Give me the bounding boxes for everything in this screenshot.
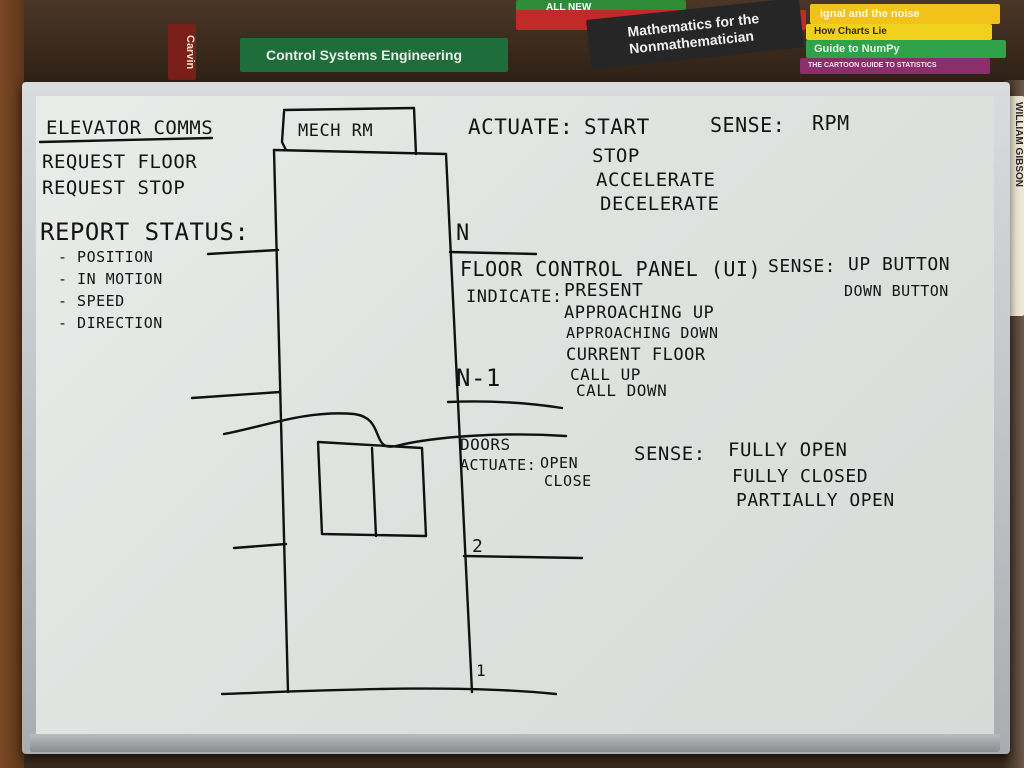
book-numpy-title: Guide to NumPy	[814, 43, 900, 55]
doors-sense-label: SENSE:	[634, 443, 706, 465]
motor-accelerate: ACCELERATE	[596, 169, 715, 191]
mech-room-label: MECH RM	[298, 121, 373, 141]
floor-n-line-right	[448, 250, 538, 256]
shaft-right-wall	[444, 152, 474, 694]
floor-label-n: N	[456, 221, 470, 246]
book-cartoon-stats-title: THE CARTOON GUIDE TO STATISTICS	[808, 62, 937, 69]
report-in-motion: - IN MOTION	[58, 270, 163, 288]
report-position: - POSITION	[58, 248, 153, 266]
book-charts-lie-title: How Charts Lie	[814, 26, 887, 37]
book-signal-noise: ignal and the noise	[810, 4, 1000, 24]
panel-indicator-present: PRESENT	[564, 280, 643, 301]
motor-actuate-label: ACTUATE:	[468, 115, 573, 139]
panel-indicator-approaching-up: APPROACHING UP	[564, 303, 714, 323]
book-carvin: Carvin	[168, 24, 196, 80]
report-direction: - DIRECTION	[58, 314, 163, 332]
whiteboard: ELEVATOR COMMS REQUEST FLOOR REQUEST STO…	[36, 96, 994, 734]
panel-indicator-current-floor: CURRENT FLOOR	[566, 345, 706, 365]
bookshelf-side	[0, 0, 24, 768]
elevator-car-door-split	[370, 446, 378, 538]
doors-open: OPEN	[540, 454, 578, 472]
book-all-new-title: ALL NEW	[546, 2, 592, 13]
panel-sense-down-button: DOWN BUTTON	[844, 282, 949, 300]
motor-sense-label: SENSE:	[710, 113, 785, 137]
doors-actuate-label: ACTUATE:	[460, 456, 536, 474]
panel-indicator-approaching-down: APPROACHING DOWN	[566, 324, 719, 342]
book-signal-noise-title: ignal and the noise	[820, 8, 920, 20]
book-math-nonmathematician-title: Mathematics for the Nonmathematician	[626, 9, 760, 57]
doors-title: DOORS	[460, 435, 511, 454]
doors-sense-fully-closed: FULLY CLOSED	[732, 466, 868, 487]
motor-sense-rpm: RPM	[812, 111, 850, 135]
floor-n-line-left	[206, 248, 280, 256]
report-speed: - SPEED	[58, 292, 125, 310]
motor-start: START	[584, 115, 650, 139]
heading-elevator-comms: ELEVATOR COMMS	[46, 117, 213, 139]
floor-n1-line-left	[190, 390, 282, 400]
doors-sense-fully-open: FULLY OPEN	[728, 439, 847, 461]
cable-wave	[222, 412, 568, 448]
doors-close: CLOSE	[544, 472, 592, 490]
marker-tray	[30, 734, 1000, 752]
panel-sense-up-button: UP BUTTON	[848, 254, 950, 275]
floor-2-line-left	[232, 542, 288, 550]
panel-indicator-call-up: CALL UP	[570, 365, 641, 384]
panel-title: FLOOR CONTROL PANEL (UI)	[460, 257, 761, 281]
book-control-systems: Control Systems Engineering	[240, 38, 508, 72]
book-cartoon-stats: THE CARTOON GUIDE TO STATISTICS	[800, 58, 990, 74]
motor-decelerate: DECELERATE	[600, 193, 719, 215]
book-numpy: Guide to NumPy	[806, 40, 1006, 58]
book-carvin-title: Carvin	[184, 34, 196, 70]
panel-indicator-call-down: CALL DOWN	[576, 381, 667, 400]
book-william-gibson-title: WILLIAM GIBSON	[1013, 102, 1024, 187]
heading-underline	[38, 136, 214, 144]
shaft-top	[272, 148, 448, 156]
whiteboard-drawing: ELEVATOR COMMS REQUEST FLOOR REQUEST STO…	[38, 106, 950, 696]
floor-label-1: 1	[476, 661, 486, 680]
request-floor: REQUEST FLOOR	[42, 151, 197, 173]
panel-indicate-label: INDICATE:	[466, 287, 563, 307]
ground-line	[220, 687, 558, 696]
floor-2-line-right	[462, 554, 584, 560]
motor-stop: STOP	[592, 145, 640, 167]
panel-sense-label: SENSE:	[768, 256, 836, 277]
floor-n1-line-right	[446, 400, 564, 410]
book-william-gibson: WILLIAM GIBSON	[1008, 96, 1024, 316]
book-control-systems-title: Control Systems Engineering	[266, 47, 463, 63]
floor-label-n-1: N-1	[456, 364, 501, 392]
request-stop: REQUEST STOP	[42, 177, 185, 199]
book-charts-lie: How Charts Lie	[806, 24, 992, 40]
report-status-label: REPORT STATUS:	[40, 218, 249, 246]
mech-room-box	[280, 106, 418, 156]
floor-label-2: 2	[472, 536, 483, 557]
doors-sense-partially-open: PARTIALLY OPEN	[736, 490, 895, 511]
elevator-car	[316, 440, 428, 538]
